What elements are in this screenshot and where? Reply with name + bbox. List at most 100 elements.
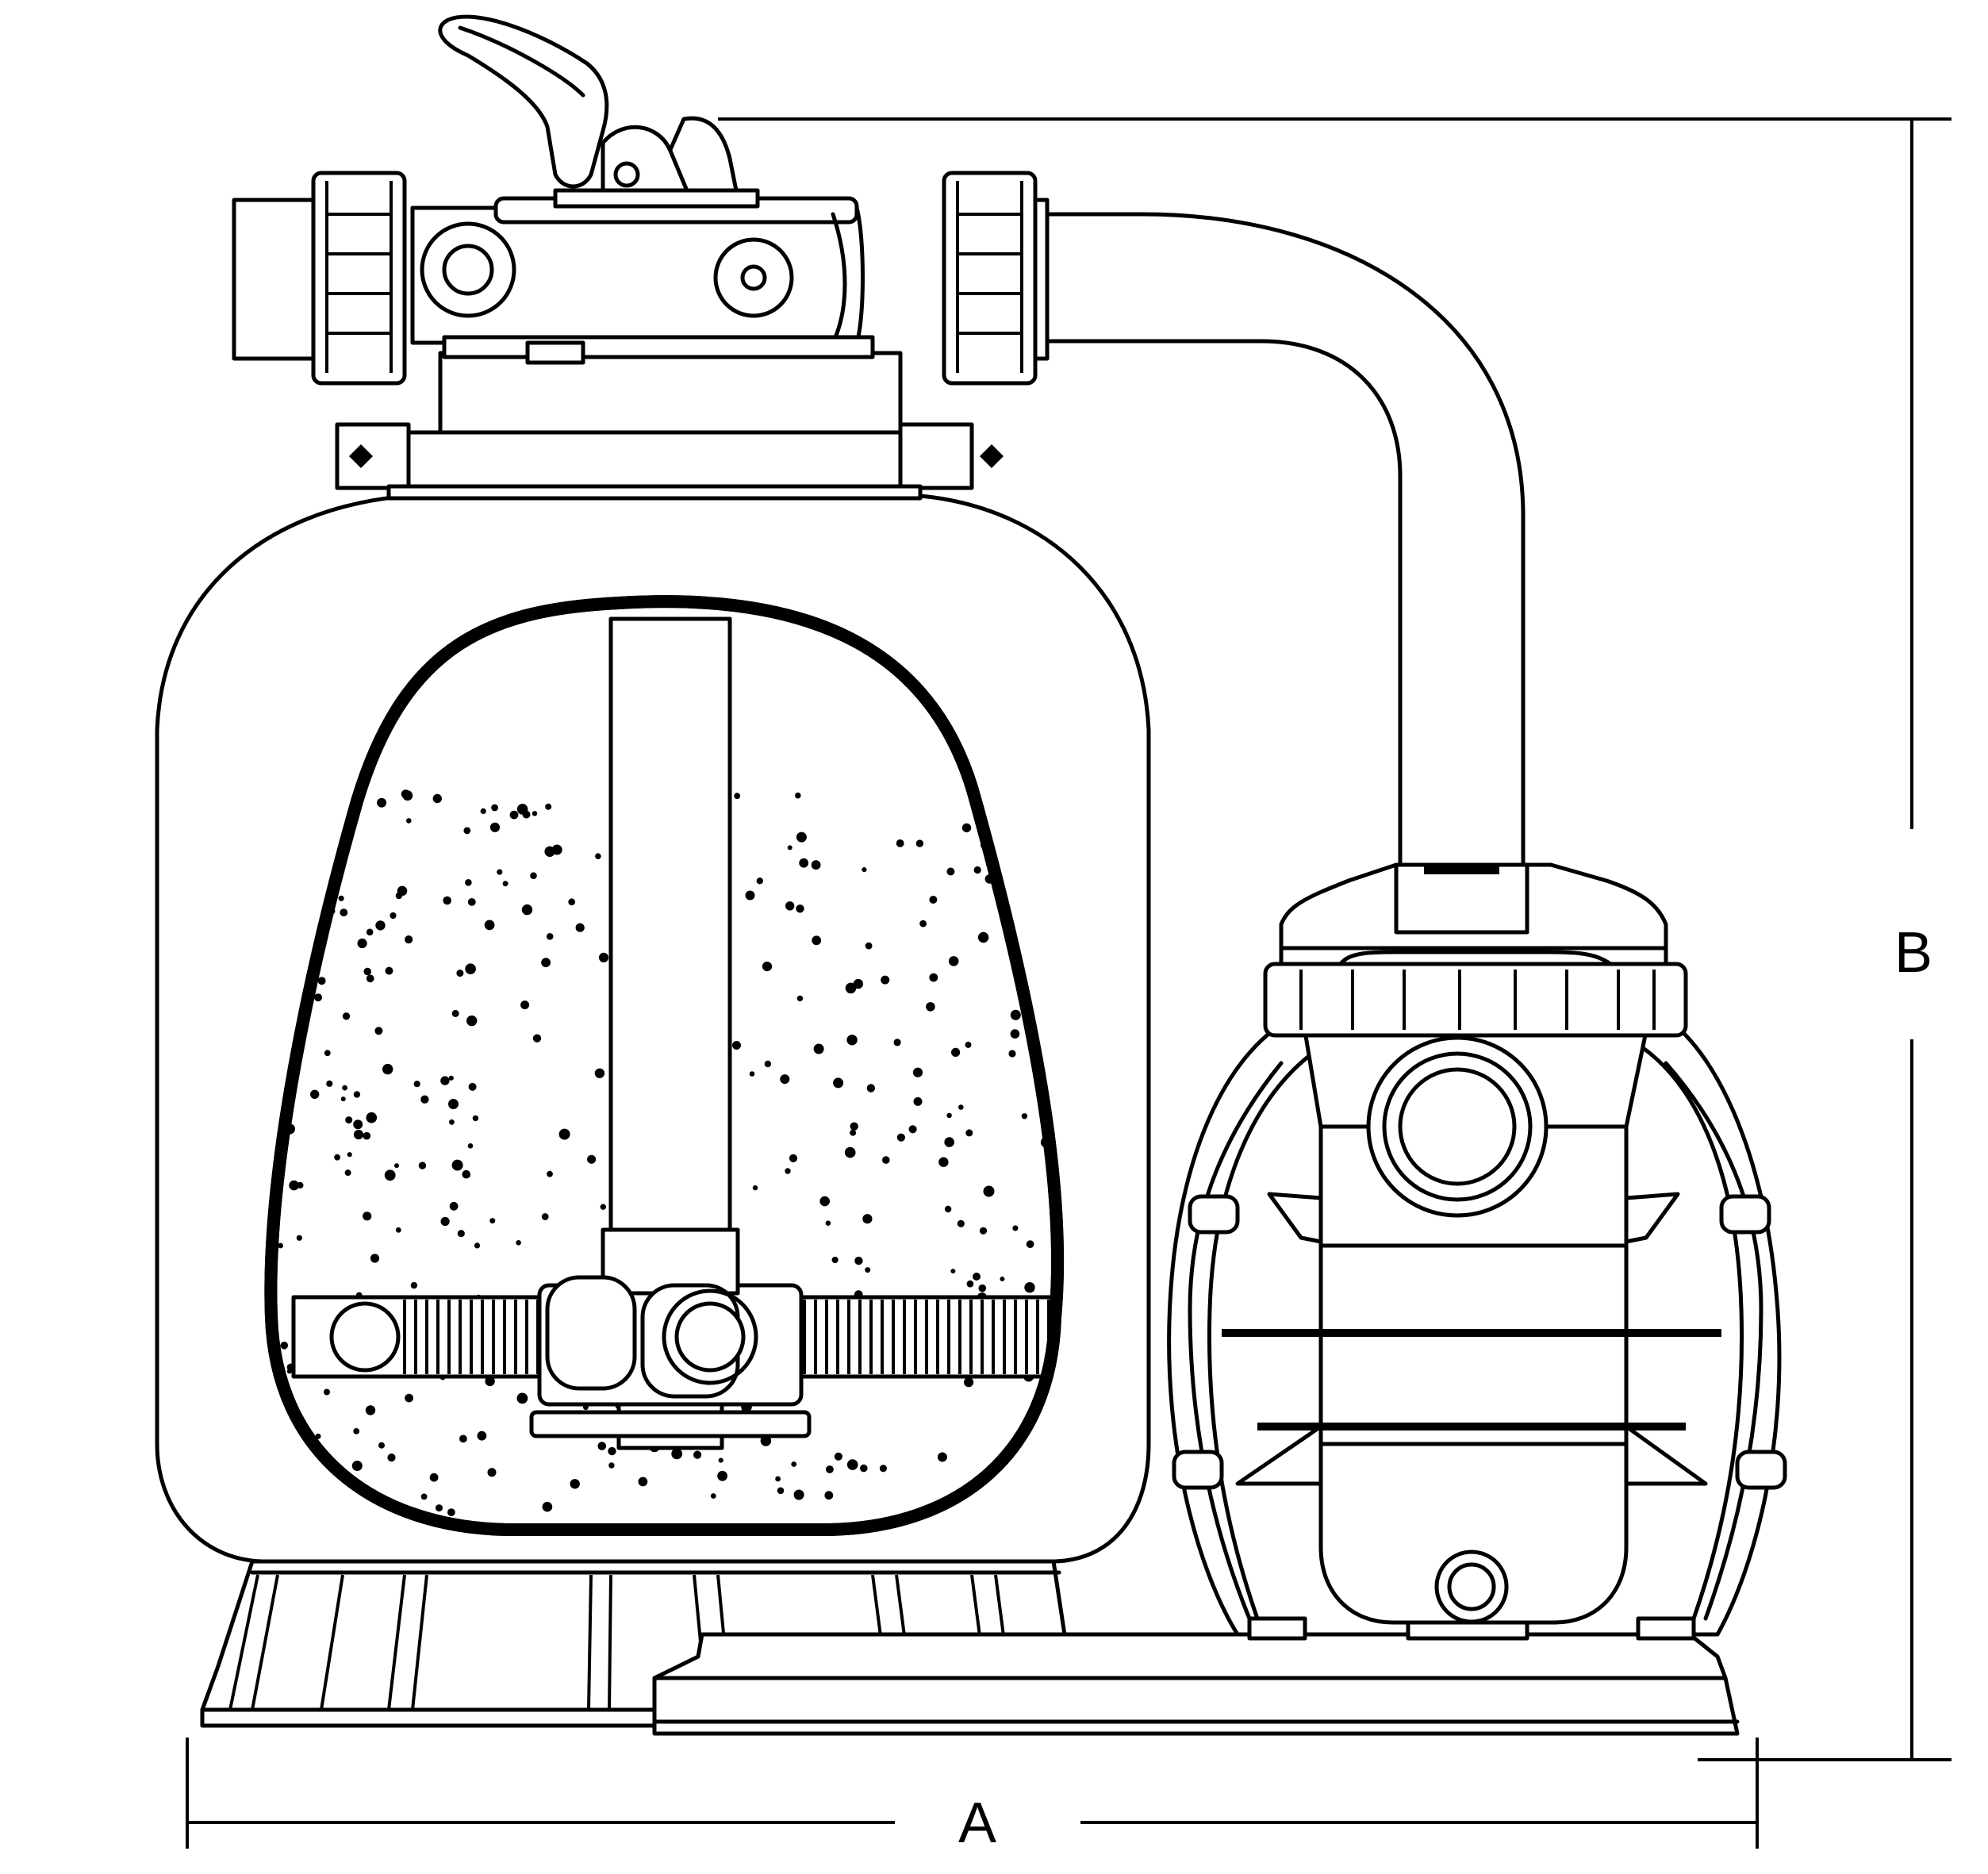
sand-grain [957, 1219, 965, 1227]
sand-grain [278, 1242, 283, 1249]
sand-grain [958, 1104, 964, 1110]
sand-grain [812, 935, 822, 946]
sand-grain [734, 793, 741, 800]
sand-grain [451, 1009, 459, 1017]
sand-grain [950, 1269, 956, 1274]
sand-grain [521, 904, 533, 916]
sand-grain [896, 839, 904, 847]
sand-grain [575, 923, 585, 932]
sand-grain [365, 1405, 376, 1415]
sand-grain [541, 958, 551, 968]
sand-grain [965, 1041, 972, 1048]
sand-grain [944, 1137, 954, 1147]
sand-grain [908, 1125, 917, 1134]
sand-grain [594, 1068, 605, 1079]
sand-grain [597, 1442, 607, 1450]
sand-grain [465, 879, 472, 886]
sand-grain [491, 804, 498, 812]
sand-grain [745, 890, 755, 901]
sand-grain [286, 1369, 292, 1374]
sand-grain [436, 1504, 443, 1512]
sand-grain [353, 1091, 361, 1098]
sand-grain [717, 1470, 727, 1481]
sand-grain [793, 1489, 804, 1500]
multiport-valve [232, 171, 1050, 386]
sand-grain [463, 827, 471, 835]
sand-grain [831, 1256, 839, 1264]
sand-grain [1010, 1029, 1020, 1039]
sand-grain [467, 1143, 474, 1149]
sand-grain [384, 1169, 396, 1181]
sand-grain [387, 1454, 396, 1462]
sand-grain [693, 1450, 702, 1459]
sand-grain [764, 1060, 772, 1068]
sand-grain [791, 1461, 797, 1467]
valve-handle[interactable] [438, 14, 760, 209]
sand-grain [608, 1462, 615, 1469]
sand-grain [363, 1131, 371, 1140]
dimension-b: B [718, 117, 1952, 1761]
sand-grain [340, 908, 348, 916]
sand-grain [1012, 1225, 1019, 1231]
sand-grain [600, 1204, 606, 1210]
sand-grain [881, 975, 890, 985]
sand-grain [334, 1154, 340, 1161]
sand-grain [344, 1169, 351, 1177]
sand-grain [451, 1159, 463, 1171]
sand-grain [865, 942, 873, 950]
sand-grain [351, 1461, 363, 1471]
sand-grain [775, 1476, 781, 1482]
sand-grain [402, 790, 413, 801]
sand-grain [353, 1119, 363, 1130]
sand-grain [353, 1129, 364, 1140]
sand-grain [777, 1487, 785, 1495]
sand-grain [477, 1430, 487, 1441]
sand-grain [825, 1220, 831, 1226]
sand-grain [929, 896, 938, 904]
sand-grain [413, 1081, 420, 1088]
sand-grain [317, 977, 326, 985]
sand-grain [796, 831, 807, 843]
sand-grain [375, 920, 386, 931]
sand-grain [850, 1122, 858, 1131]
sand-grain [342, 1012, 351, 1020]
sand-grain [944, 1205, 952, 1213]
sand-grain [487, 1468, 497, 1477]
sand-grain [405, 1393, 413, 1403]
sand-grain [314, 993, 322, 1002]
sand-grain [520, 1000, 530, 1010]
sand-grain [468, 1082, 477, 1091]
sand-grain [749, 1071, 755, 1077]
sand-grain [489, 1218, 496, 1224]
sand-grain [558, 1128, 570, 1140]
sand-grain [789, 1154, 798, 1162]
sand-grain [796, 995, 804, 1002]
sand-grain [338, 895, 344, 901]
sand-grain [893, 1039, 901, 1046]
sand-grain [547, 1170, 553, 1177]
sand-grain [946, 867, 955, 876]
sand-grain [542, 1501, 553, 1512]
sand-grain [946, 1112, 952, 1119]
sand-grain [385, 966, 393, 975]
sand-grain [813, 1043, 824, 1054]
sand-grain [366, 974, 374, 983]
sand-grain [937, 1452, 947, 1462]
sand-grain [951, 1047, 961, 1057]
sand-grain [448, 1075, 454, 1081]
sand-grain [977, 931, 989, 943]
sand-grain [378, 1442, 385, 1449]
dimension-a-label: A [958, 1791, 996, 1855]
sand-grain [532, 811, 538, 816]
mounting-platform [652, 1632, 1740, 1736]
sand-grain [866, 1084, 876, 1093]
sand-grain [374, 1027, 383, 1035]
sand-grain [516, 1392, 528, 1404]
sand-grain [979, 1227, 988, 1235]
sand-grain [846, 1459, 858, 1470]
return-pipe [1037, 212, 1526, 867]
sand-grain [796, 904, 804, 913]
sand-grain [485, 1376, 495, 1387]
sand-grain [865, 1267, 871, 1273]
sand-grain [756, 877, 763, 885]
